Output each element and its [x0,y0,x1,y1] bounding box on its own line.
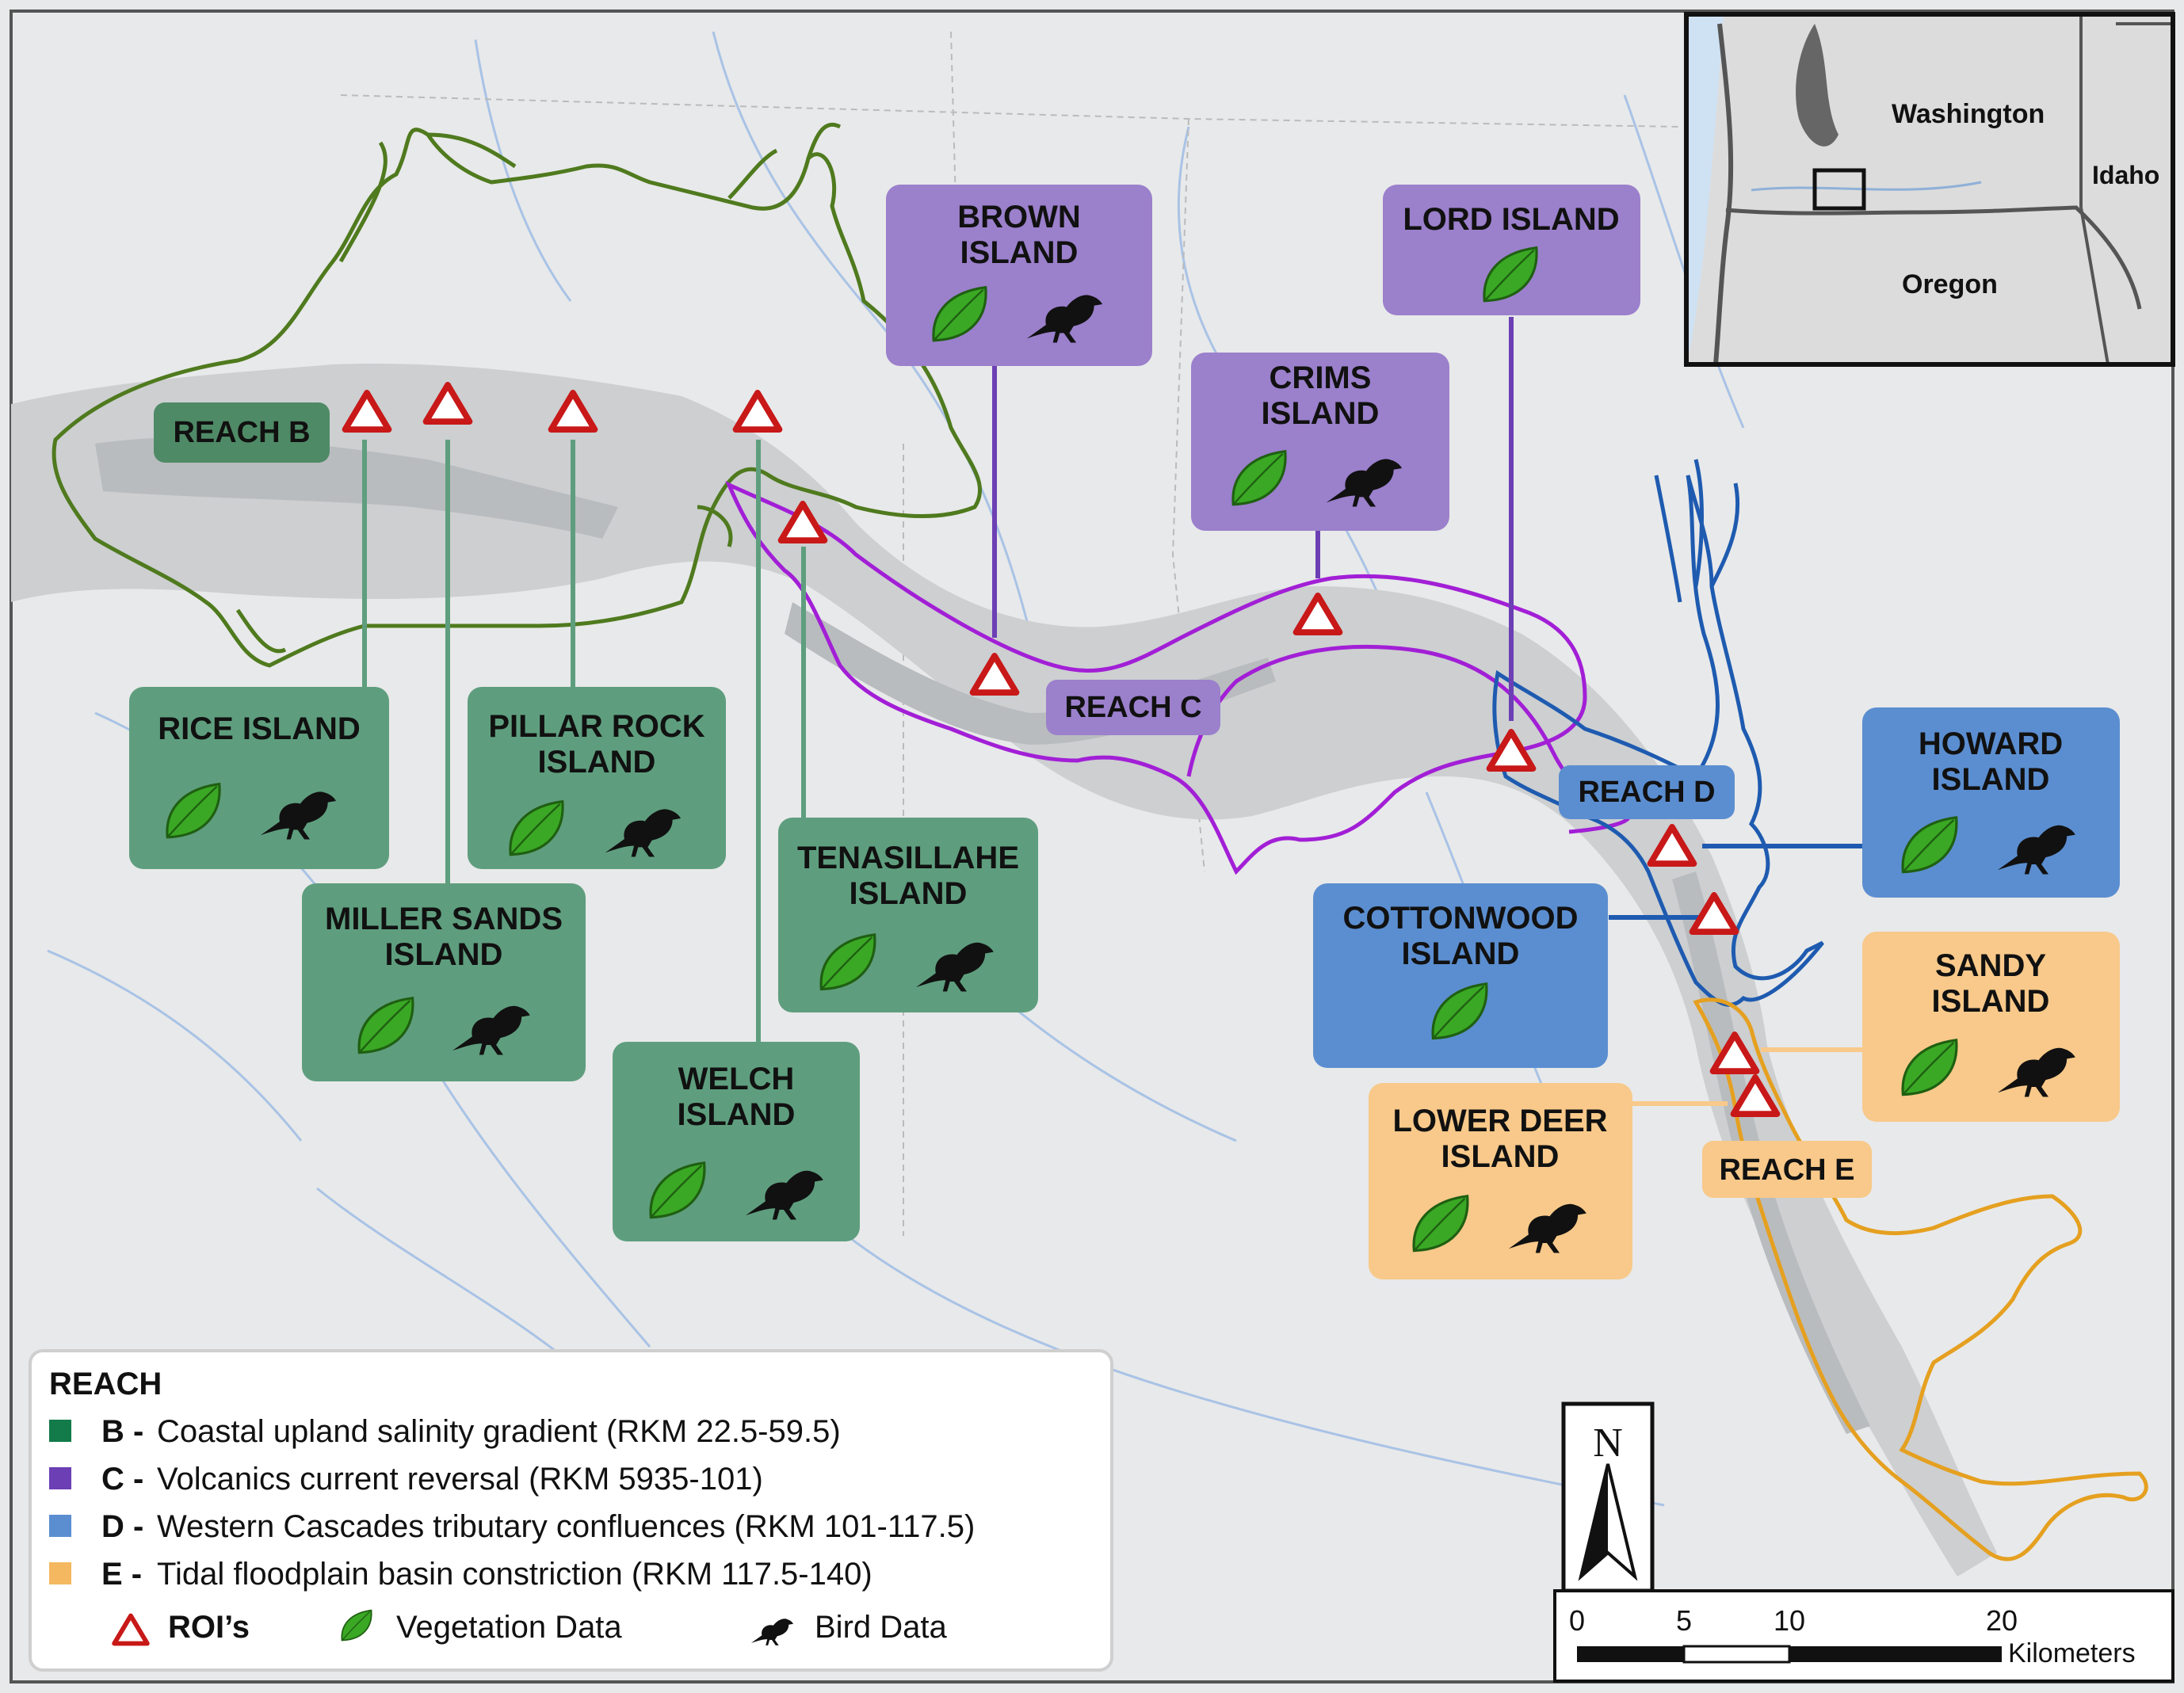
reach-b-boundary [52,128,983,668]
svg-text:ISLAND: ISLAND [678,1097,796,1132]
north-arrow: N [1561,1401,1655,1593]
svg-text:ROI’s: ROI’s [168,1610,250,1645]
svg-text:Tidal floodplain basin constri: Tidal floodplain basin constriction (RKM… [157,1557,872,1592]
svg-text:N: N [1593,1420,1623,1466]
svg-text:ISLAND: ISLAND [1932,762,2050,797]
svg-text:TENASILLAHE: TENASILLAHE [797,841,1019,875]
scale-bar: 0 5 10 20 Kilometers [1553,1589,2174,1683]
reach-c-label: REACH C [1046,680,1220,735]
svg-text:0: 0 [1569,1604,1585,1637]
legend-swatch-d [49,1515,71,1537]
island-box-lord: LORD ISLAND [1383,185,1640,315]
legend-swatch-c [49,1467,71,1489]
svg-text:SANDY: SANDY [1935,948,2046,983]
svg-text:ISLAND: ISLAND [1262,396,1380,431]
island-box-lower-deer: LOWER DEER ISLAND [1369,1083,1632,1279]
svg-text:CRIMS: CRIMS [1270,360,1372,395]
svg-text:Vegetation Data: Vegetation Data [396,1610,622,1645]
svg-text:5: 5 [1676,1604,1692,1637]
svg-text:Bird Data: Bird Data [815,1610,947,1645]
svg-text:HOWARD: HOWARD [1919,726,2063,761]
reach-e-boundary [1693,997,2148,1561]
inset-locator-map: Washington Idaho Oregon [1684,12,2175,367]
svg-text:ISLAND: ISLAND [1402,936,1520,971]
svg-text:LOWER DEER: LOWER DEER [1392,1104,1607,1138]
island-box-tenasillahe: TENASILLAHE ISLAND [778,818,1038,1012]
svg-text:D -: D - [101,1509,143,1544]
svg-text:Coastal upland salinity gradie: Coastal upland salinity gradient (RKM 22… [157,1414,841,1449]
svg-text:REACH E: REACH E [1719,1153,1854,1187]
svg-text:C -: C - [101,1462,143,1497]
svg-text:RICE ISLAND: RICE ISLAND [158,711,361,746]
svg-text:Kilometers: Kilometers [2008,1638,2136,1668]
island-box-welch: WELCH ISLAND [613,1042,860,1241]
svg-text:PILLAR ROCK: PILLAR ROCK [488,709,704,744]
island-box-howard: HOWARD ISLAND [1862,707,2120,898]
svg-text:Volcanics current reversal (RK: Volcanics current reversal (RKM 5935-101… [157,1462,763,1497]
svg-text:20: 20 [1986,1604,2018,1637]
svg-text:10: 10 [1774,1604,1805,1637]
estuary-water [11,364,1997,1577]
svg-text:ISLAND: ISLAND [385,937,503,972]
svg-text:Washington: Washington [1892,99,2045,129]
island-box-miller-sands: MILLER SANDS ISLAND [302,883,586,1081]
reach-d-boundary [1492,475,1824,1007]
island-box-cottonwood: COTTONWOOD ISLAND [1313,883,1608,1068]
svg-text:ISLAND: ISLAND [960,235,1079,270]
svg-text:ISLAND: ISLAND [1932,984,2050,1019]
svg-text:REACH C: REACH C [1064,691,1201,724]
svg-text:B -: B - [101,1414,143,1449]
island-box-sandy: SANDY ISLAND [1862,932,2120,1122]
island-box-crims: CRIMS ISLAND [1191,353,1449,531]
svg-text:Western Cascades tributary con: Western Cascades tributary confluences (… [157,1509,975,1544]
svg-text:Idaho: Idaho [2092,161,2159,189]
legend: REACH B - Coastal upland salinity gradie… [29,1349,1113,1672]
svg-text:MILLER SANDS: MILLER SANDS [325,902,563,936]
svg-text:BROWN: BROWN [957,200,1081,235]
connector-lines [362,317,1862,1106]
svg-text:REACH D: REACH D [1578,776,1715,809]
svg-text:E -: E - [101,1557,142,1592]
svg-text:COTTONWOOD: COTTONWOOD [1342,901,1578,936]
svg-text:REACH B: REACH B [173,416,310,449]
svg-text:LORD ISLAND: LORD ISLAND [1403,202,1619,237]
svg-text:WELCH: WELCH [678,1062,795,1096]
svg-text:ISLAND: ISLAND [1441,1139,1560,1174]
svg-text:Oregon: Oregon [1902,269,1998,299]
legend-swatch-b [49,1420,71,1442]
island-box-rice: RICE ISLAND [129,687,389,869]
reach-e-label: REACH E [1702,1141,1872,1198]
svg-text:ISLAND: ISLAND [850,876,968,911]
reach-c-boundary [725,481,1587,875]
legend-title: REACH [49,1367,162,1401]
island-box-pillar-rock: PILLAR ROCK ISLAND [468,687,726,869]
legend-swatch-e [49,1562,71,1584]
reach-b-label: REACH B [154,402,330,463]
reach-d-label: REACH D [1559,765,1735,819]
svg-text:ISLAND: ISLAND [538,745,656,780]
island-box-brown: BROWN ISLAND [886,185,1152,366]
